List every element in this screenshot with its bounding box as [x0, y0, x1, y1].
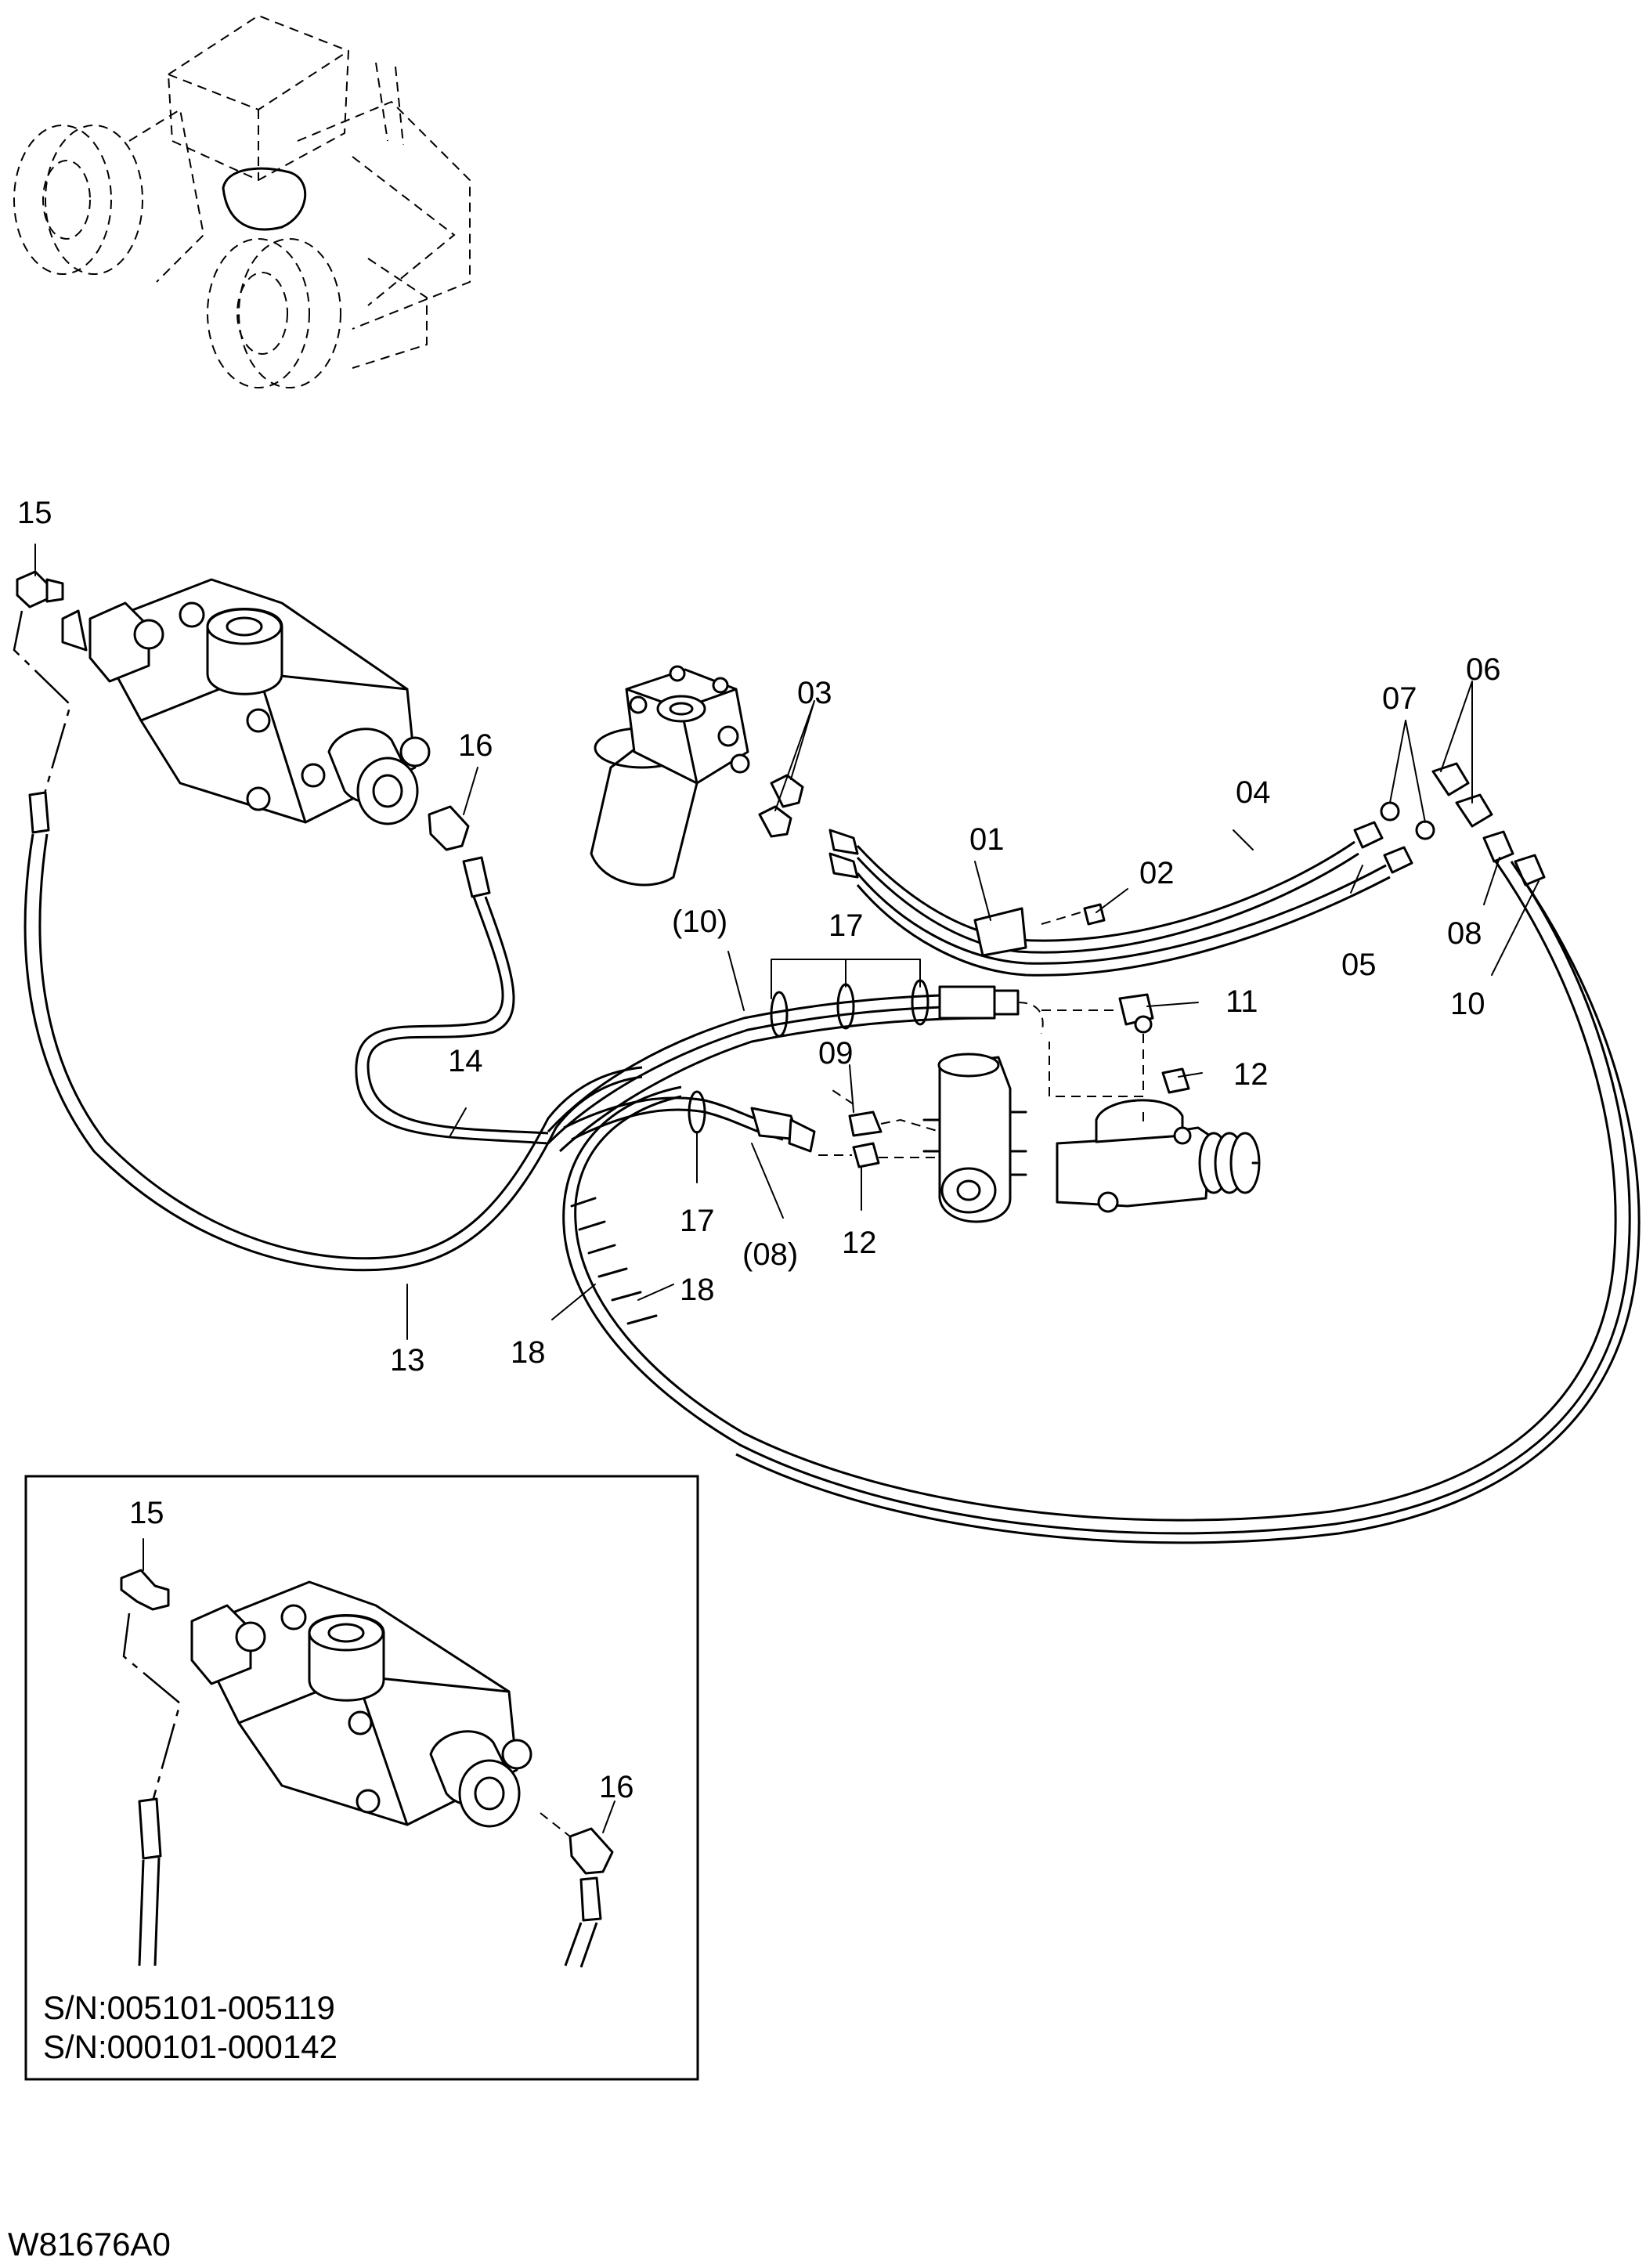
callout-05: 05 — [1341, 948, 1377, 982]
control-valve-icon — [190, 1580, 532, 1828]
fitting-03 — [758, 774, 804, 838]
callout-09: 09 — [818, 1036, 854, 1071]
callout-17-low: 17 — [680, 1204, 715, 1238]
callout-12-low: 12 — [842, 1226, 877, 1260]
callout-16: 16 — [458, 728, 493, 763]
hose-05 — [828, 846, 1413, 977]
fitting-09 — [829, 1088, 940, 1137]
assembly-line — [122, 1613, 182, 1802]
callout-18-left: 18 — [511, 1335, 546, 1370]
fitting-06 — [1455, 793, 1493, 828]
elbow-fitting-icon — [16, 570, 64, 609]
callout-03: 03 — [797, 676, 832, 710]
inset-callout-15: 15 — [129, 1496, 164, 1530]
hose-04 — [828, 821, 1384, 954]
callout-08-ref: (08) — [742, 1237, 798, 1272]
callout-04: 04 — [1236, 775, 1271, 810]
callout-01: 01 — [969, 822, 1005, 857]
inset-hose-left — [138, 1797, 162, 1966]
fitting-12 — [1049, 1034, 1190, 1128]
callout-12-right: 12 — [1233, 1057, 1269, 1092]
hose-bundle — [547, 985, 1044, 1153]
nut-07 — [1415, 820, 1435, 840]
elbow-fitting-icon — [120, 1569, 170, 1611]
bolt-02 — [1041, 903, 1106, 926]
inset-callout-16: 16 — [599, 1770, 634, 1804]
assembly-line — [13, 610, 72, 800]
callout-06: 06 — [1466, 652, 1501, 687]
callout-17-top: 17 — [828, 908, 864, 943]
inset-frame — [24, 1475, 699, 2081]
figure-code: W81676A0 — [8, 2226, 171, 2263]
fitting-06 — [1431, 762, 1470, 796]
fitting-11 — [1041, 993, 1154, 1034]
fitting-12 — [818, 1142, 940, 1168]
loader-overview-icon — [13, 14, 471, 388]
nut-07 — [1380, 801, 1400, 822]
callout-10: 10 — [1450, 987, 1485, 1021]
callout-15: 15 — [17, 496, 52, 530]
callout-labels: 15 16 03 01 02 04 05 07 06 08 10 (10) 17… — [17, 496, 1501, 1804]
assembly-line — [540, 1812, 571, 1837]
callout-14: 14 — [448, 1044, 483, 1078]
callout-10-ref: (10) — [672, 905, 727, 939]
clamp-17 — [688, 979, 929, 1134]
leader-lines — [34, 544, 1540, 1833]
callout-11: 11 — [1225, 984, 1258, 1019]
callout-13: 13 — [390, 1343, 425, 1378]
inset-hose-right — [564, 1876, 602, 1968]
brake-cylinder-icon — [1056, 1099, 1261, 1213]
brake-valve-icon — [922, 1053, 1027, 1223]
sleeve-18 — [570, 1197, 658, 1325]
callout-08: 08 — [1447, 916, 1482, 951]
clamp-01 — [973, 907, 1027, 957]
hose-14 — [355, 856, 549, 1145]
elbow-fitting-icon — [569, 1827, 614, 1875]
hose-08-10 — [562, 830, 1641, 1544]
elbow-fitting-icon — [428, 805, 470, 851]
hose-13 — [23, 791, 643, 1272]
control-valve-icon — [61, 578, 431, 825]
serial-number-2: S/N:000101-000142 — [43, 2028, 338, 2065]
callout-02: 02 — [1139, 856, 1175, 890]
callout-07: 07 — [1382, 681, 1417, 716]
callout-18-right: 18 — [680, 1273, 715, 1307]
serial-number-1: S/N:005101-005119 — [43, 1989, 335, 2026]
steering-unit-icon — [590, 665, 750, 887]
